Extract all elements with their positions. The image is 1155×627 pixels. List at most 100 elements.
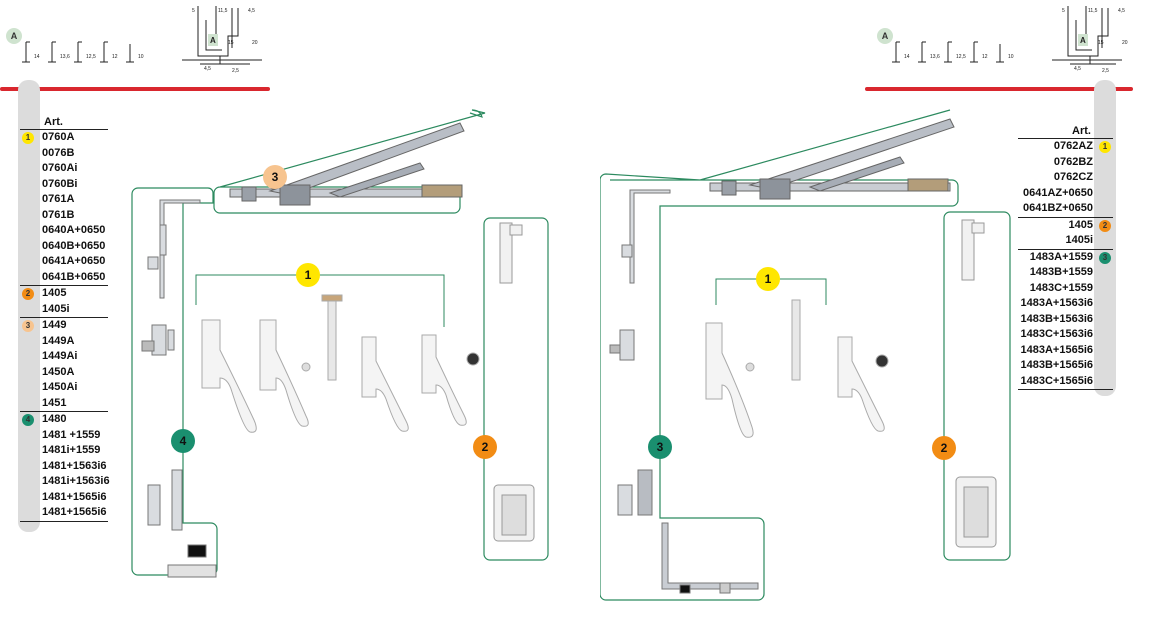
article-row: 0762CZ [1018, 170, 1113, 186]
hardware-diagram-right [600, 109, 1011, 601]
article-row: 1483B+1563i6 [1018, 312, 1113, 328]
article-row: 1481+1563i6 [20, 459, 108, 475]
article-row: 1481i+1563i6 [20, 474, 110, 490]
section-dim-3: 4,5 [248, 8, 255, 14]
callout-1-left: 1 [296, 263, 320, 287]
article-row: 0760A 1 [20, 130, 108, 146]
profile-dim-3: 12,5 [86, 54, 96, 60]
article-row: 1481+1565i6 [20, 505, 108, 522]
article-row: 0641BZ+0650 [1018, 201, 1113, 218]
article-number: 0762AZ [1053, 140, 1093, 152]
article-number: 1483C+1565i6 [1020, 374, 1093, 387]
article-number: 1449Ai [42, 350, 78, 362]
article-row: 1449Ai [20, 349, 108, 365]
article-row: 1483B+1559 [1018, 265, 1113, 281]
article-number: 0761B [42, 208, 75, 221]
article-number: 1405i [42, 302, 70, 315]
article-row: 0760Bi [20, 177, 108, 193]
profile-drawings-right: 14 13,6 12,5 12 10 5 11,5 4,5 15 20 4,5 … [892, 6, 1128, 74]
article-number: 0641B+0650 [42, 270, 106, 283]
article-number: 1483C+1563i6 [1020, 328, 1093, 340]
article-number: 1483B+1563i6 [1020, 312, 1093, 325]
article-row: 0076B [20, 146, 108, 162]
article-number: 1481+1563i6 [42, 459, 107, 472]
article-number: 0076B [42, 146, 75, 159]
article-number: 1481+1565i6 [42, 490, 107, 503]
article-row: 1481 +1559 [20, 428, 108, 444]
article-row: 1405i [1018, 233, 1113, 250]
article-number: 0761A [42, 193, 75, 205]
article-number: 0641AZ+0650 [1022, 186, 1093, 199]
article-row: 0761A [20, 192, 108, 208]
profile-dim-1: 14 [34, 54, 40, 60]
article-row: 1480 4 [20, 412, 108, 428]
article-row: 0760Ai [20, 161, 108, 177]
section-dim-5: 20 [252, 40, 258, 46]
group-number-badge: 3 [1099, 251, 1111, 264]
svg-text:2,5: 2,5 [1102, 68, 1109, 74]
section-dim-1: 5 [192, 8, 195, 14]
article-number: 1483C+1559 [1029, 281, 1093, 294]
profile-dim-5-right: 10 [1008, 54, 1014, 60]
article-row: 1449A [20, 334, 108, 350]
article-number: 1405i [1065, 234, 1093, 246]
article-row: 1483C+1565i6 [1018, 374, 1113, 390]
article-row: 0641A+0650 [20, 254, 108, 270]
article-row: 1481i+1559 [20, 443, 108, 459]
section-dim-7: 2,5 [232, 68, 239, 74]
article-row: 0762AZ 1 [1018, 139, 1113, 155]
group-number-badge: 1 [1099, 141, 1111, 153]
section-label: A [210, 36, 216, 45]
article-number: 1451 [42, 396, 67, 409]
article-row: 1483C+1559 [1018, 281, 1113, 297]
article-number: 0760Bi [42, 177, 78, 190]
article-number: 1483A+1559 [1029, 250, 1093, 263]
group-number-badge: 4 [22, 414, 34, 426]
article-number: 1449 [42, 319, 67, 331]
group-number-badge: 2 [1099, 219, 1111, 232]
article-row: 0641B+0650 [20, 270, 108, 286]
article-row: 1405i [20, 302, 108, 318]
article-number: 1483B+1559 [1029, 266, 1093, 278]
article-number: 1450A [42, 365, 75, 378]
article-row: 1451 [20, 396, 108, 412]
section-dim-4: 15 [228, 40, 234, 46]
section-dim-2: 11,5 [218, 8, 228, 14]
article-number: 1449A [42, 334, 75, 347]
article-number: 1480 [42, 413, 67, 425]
svg-text:20: 20 [1122, 40, 1128, 46]
svg-text:11,5: 11,5 [1088, 8, 1098, 14]
svg-text:5: 5 [1062, 8, 1065, 14]
article-number: 0641BZ+0650 [1022, 202, 1093, 214]
article-row: 1483A+1559 3 [1018, 250, 1113, 266]
red-rule-right [865, 87, 1133, 91]
profile-dim-1-right: 14 [904, 54, 910, 60]
svg-text:A: A [1080, 36, 1086, 45]
article-row: 1450Ai [20, 380, 108, 396]
article-number: 0760A [42, 131, 75, 143]
profile-dim-4: 12 [112, 54, 118, 60]
profile-dim-5: 10 [138, 54, 144, 60]
section-dim-6: 4,5 [204, 66, 211, 72]
profile-dim-2: 13,6 [60, 54, 70, 60]
article-row: 0640A+0650 [20, 223, 108, 239]
article-number: 0762CZ [1053, 171, 1093, 183]
profile-dim-3-right: 12,5 [956, 54, 966, 60]
callout-4-left: 4 [171, 429, 195, 453]
article-row: 0641AZ+0650 [1018, 186, 1113, 202]
article-number: 1483A+1565i6 [1020, 343, 1093, 356]
article-row: 1481+1565i6 [20, 490, 108, 506]
profile-drawings-left: 14 13,6 12,5 12 10 5 11,5 4,5 15 20 4,5 … [22, 6, 262, 74]
article-row: 1450A [20, 365, 108, 381]
article-number: 0760Ai [42, 162, 78, 174]
svg-text:4,5: 4,5 [1118, 8, 1125, 14]
group-number-badge: 1 [22, 132, 34, 144]
article-number: 0640B+0650 [42, 239, 106, 252]
callout-1-right: 1 [756, 267, 780, 291]
article-number: 1481i+1559 [42, 444, 101, 456]
group-number-badge: 2 [22, 288, 34, 300]
